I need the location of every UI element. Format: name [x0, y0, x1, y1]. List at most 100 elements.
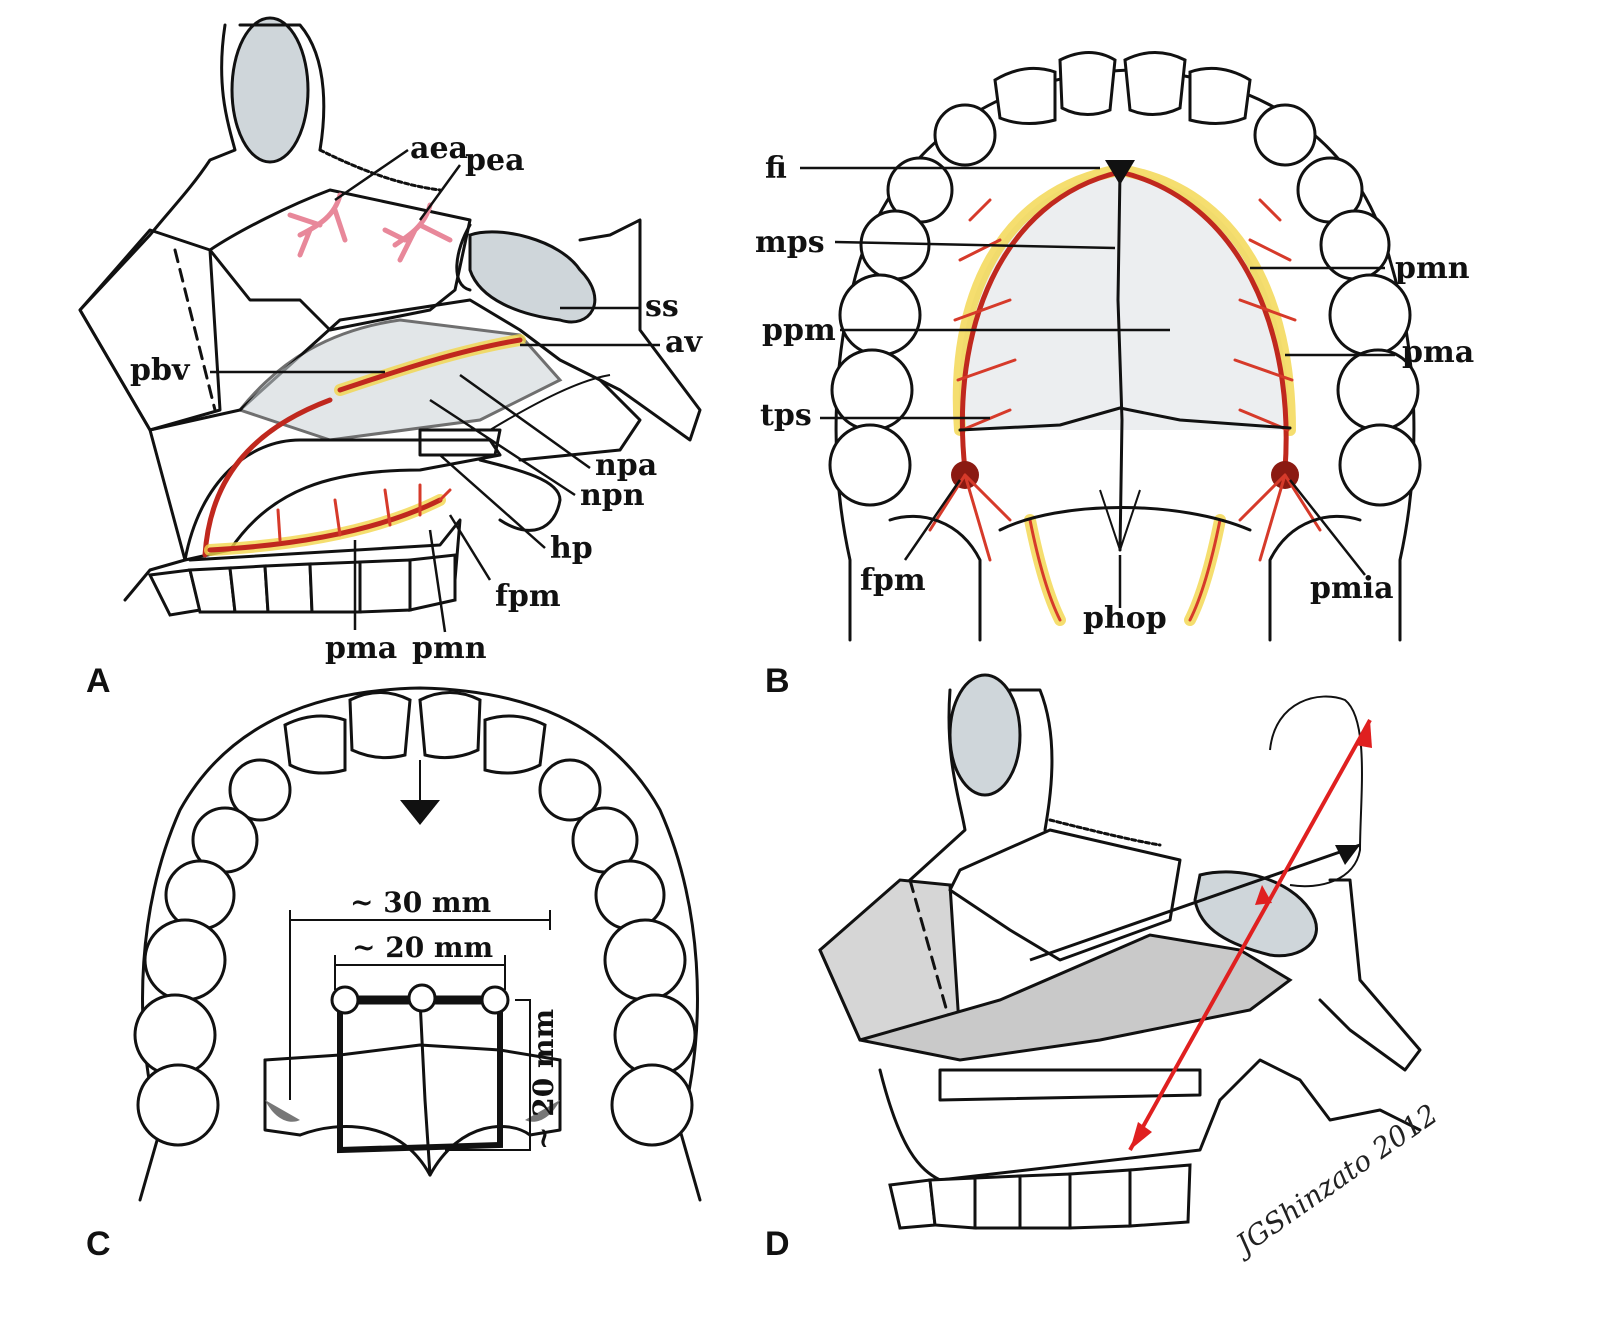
molar [1328, 273, 1412, 357]
label-pbv: pbv [130, 353, 191, 388]
incisor [348, 691, 412, 760]
nasal-cartilage-d [818, 878, 962, 1042]
palate-d [938, 1068, 1202, 1102]
transverse-palatine-suture [958, 406, 1292, 432]
incisor [1188, 66, 1252, 125]
molar [133, 993, 217, 1077]
label-fpm: fpm [495, 579, 561, 614]
right-palatine-branches [1233, 198, 1297, 432]
soft-palate-vessel-right [1188, 518, 1222, 622]
frontal-bone [238, 23, 326, 152]
nasal-tip-outline [1269, 695, 1363, 888]
graft-outline [337, 1000, 503, 1154]
label-pmn-b: pmn [1395, 251, 1470, 286]
anterior-ethmoidal-vessel [287, 192, 348, 258]
face-outline-d [818, 688, 967, 1042]
leader-pea [418, 164, 462, 221]
pterygoid-left [888, 514, 982, 642]
molar [610, 1063, 694, 1147]
artist-signature: JGShinzato 2012 [1226, 1097, 1444, 1263]
frontal-sinus [230, 16, 310, 164]
incisor [1058, 51, 1117, 116]
nasal-cavity-d [859, 933, 1293, 1062]
black-arrow-head [1335, 845, 1360, 865]
palatine-glow [204, 494, 446, 556]
molar [136, 1063, 220, 1147]
black-arrow-line [1029, 843, 1361, 962]
panel-a-teeth [147, 553, 457, 617]
maxilla-d [878, 1068, 1222, 1182]
tooth [228, 564, 270, 614]
leader-pmn [428, 529, 447, 633]
alveolar-ridge [188, 518, 462, 582]
leader-aea [334, 148, 409, 202]
incisive-foramen [1105, 160, 1135, 185]
sphenoid-front [455, 223, 472, 292]
foramen-shade-left [265, 1100, 300, 1122]
red-arrow-head-bottom [1130, 1122, 1152, 1150]
tooth [1068, 1168, 1132, 1230]
panel-a: aea pea ss av pbv npa npn hp fpm pma pmn… [78, 16, 703, 700]
graft-marker-right [480, 985, 510, 1015]
panel-d: JGShinzato 2012 D [765, 673, 1444, 1264]
molar [603, 918, 687, 1002]
median-palatine-suture [1116, 170, 1124, 552]
panel-letter-a: A [86, 662, 111, 700]
horizontal-plate [418, 428, 502, 457]
panel-c: ~ 30 mm ~ 20 mm ~ 20 mm C [86, 686, 702, 1263]
nasal-cartilage [78, 228, 222, 432]
incisor [483, 714, 547, 775]
dental-arch-outline-c [138, 686, 702, 1202]
leader-pmia [1289, 479, 1366, 576]
label-pma: pma [325, 631, 397, 666]
cartilage-dashed-d [908, 878, 957, 1042]
label-phop: phop [1083, 601, 1167, 636]
panel-b: fi mps ppm tps fpm phop pmn pma pmia B [755, 51, 1474, 700]
graft-marker-left [330, 985, 360, 1015]
soft-palate [478, 458, 562, 532]
label-pea: pea [465, 143, 525, 178]
left-palatine-branches [953, 198, 1017, 432]
frontal-bone-d [1008, 688, 1054, 832]
ethmoid-region [208, 188, 472, 332]
leader-npn [429, 398, 576, 497]
posterior-ethmoidal-vessel [382, 202, 453, 263]
panel-letter-d: D [765, 1225, 790, 1263]
label-av: av [665, 325, 703, 360]
tooth [888, 1178, 937, 1230]
septal-vessel-descend [202, 397, 333, 558]
label-aea: aea [410, 131, 468, 166]
label-npn: npn [580, 478, 645, 513]
dim-30mm-lines [289, 910, 551, 1100]
leader-fpm-b [903, 479, 962, 561]
label-pmn: pmn [412, 631, 487, 666]
label-hp: hp [550, 531, 593, 566]
tooth [973, 1174, 1022, 1230]
label-fpm-b: fpm [860, 563, 926, 598]
hard-palate [183, 438, 502, 562]
sphenoid-sinus [468, 230, 597, 324]
canine [933, 103, 997, 167]
leader-fpm [448, 514, 492, 581]
label-pma-b: pma [1402, 335, 1474, 370]
label-pmia: pmia [1310, 571, 1394, 606]
canine [538, 758, 602, 822]
phop-arrows [1099, 489, 1141, 551]
label-fi: fi [765, 151, 787, 186]
pterygoid-right [1268, 514, 1362, 642]
label-mps: mps [755, 225, 825, 260]
palate-fill [958, 170, 1290, 430]
incisor [418, 691, 482, 760]
premolar [164, 859, 236, 931]
tooth [358, 558, 412, 614]
label-npa: npa [595, 448, 657, 483]
clivus-outline [578, 218, 702, 442]
dim-20mm-lines [334, 955, 506, 990]
panel-c-teeth [133, 691, 697, 1147]
red-arrow-head-mid [1255, 885, 1272, 905]
leader-hp [439, 454, 546, 549]
tooth [408, 553, 457, 612]
ethmoid-d [948, 828, 1182, 962]
left-palatine-artery [959, 169, 1123, 473]
